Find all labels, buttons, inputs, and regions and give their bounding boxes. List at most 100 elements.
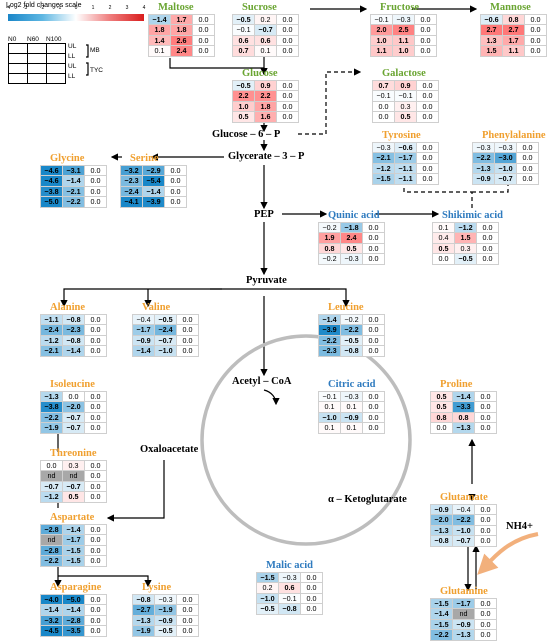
heatmap-cell: −0.8 bbox=[132, 593, 155, 606]
heatmap-cell: −1.4 bbox=[132, 345, 155, 357]
heatmap-cell: 2.7 bbox=[480, 24, 503, 36]
heatmap-cell: −0.1 bbox=[318, 390, 341, 403]
scale-tick: 4 bbox=[142, 5, 146, 11]
legend-grid bbox=[8, 43, 66, 84]
heatmap-cell: −0.5 bbox=[232, 13, 255, 26]
heatmap-cell: 0.3 bbox=[454, 242, 477, 255]
heatmap-cell: −2.2 bbox=[430, 629, 453, 641]
heatmap-cell: 1.1 bbox=[370, 45, 393, 57]
heatmap-cell: 0.0 bbox=[84, 491, 107, 503]
heatmap-cell: 2.7 bbox=[502, 24, 525, 36]
heatmap-cell: 1.0 bbox=[392, 45, 415, 57]
heatmap-cell: −1.8 bbox=[340, 221, 363, 234]
heatmap-cell: 0.0 bbox=[276, 45, 299, 57]
heatmap-cell: −0.8 bbox=[430, 535, 453, 547]
heatmap-cell: −4.0 bbox=[40, 593, 63, 606]
heatmap-cell: −2.2 bbox=[62, 196, 85, 208]
arrow-nh4-glutamine bbox=[477, 532, 539, 575]
heatmap-cell: −1.2 bbox=[40, 491, 63, 503]
heatmap-cell: −2.9 bbox=[142, 164, 165, 177]
heatmap-cell: 0.0 bbox=[192, 45, 215, 57]
heatmap-cell: −0.9 bbox=[452, 618, 475, 631]
heatmap-cell: −0.7 bbox=[62, 411, 85, 424]
heatmap-cell: 0.5 bbox=[432, 242, 455, 255]
heatmap-cell: 0.0 bbox=[300, 603, 323, 615]
heatmap-cell: 0.0 bbox=[416, 100, 439, 113]
heatmap-cell: −1.4 bbox=[40, 604, 63, 616]
heatmap-cell: 0.0 bbox=[416, 141, 439, 154]
heatmap-cell: −2.1 bbox=[372, 152, 395, 164]
heatmap-cell: 0.1 bbox=[432, 221, 455, 234]
heatmap-cell: 0.0 bbox=[276, 100, 299, 113]
heatmap-cell: 0.0 bbox=[84, 593, 107, 606]
heatmap-cell: −1.9 bbox=[40, 422, 63, 434]
heatmap-cell: −0.3 bbox=[494, 141, 517, 154]
heatmap-cell: 0.0 bbox=[414, 45, 437, 57]
legend-col-n0: N0 bbox=[8, 36, 17, 43]
heatmap-cell: 1.6 bbox=[254, 111, 277, 123]
heatmap-cell: −1.4 bbox=[62, 175, 85, 187]
heatmap-cell: 2.2 bbox=[232, 90, 255, 102]
heatmap-cell: 0.0 bbox=[84, 555, 107, 567]
heatmap-cell: −1.4 bbox=[62, 345, 85, 357]
arrow-aspartate-lysine bbox=[58, 575, 152, 588]
heatmap-cell: −0.8 bbox=[340, 345, 363, 357]
heatmap-cell: 0.0 bbox=[84, 459, 107, 472]
heatmap-cell: 0.0 bbox=[192, 34, 215, 47]
heatmap-cell: 0.0 bbox=[84, 534, 107, 546]
heatmap-cell: nd bbox=[40, 470, 63, 482]
arrow-oxaloacetate-aspartate bbox=[106, 460, 165, 522]
heatmap-cell: 0.0 bbox=[362, 422, 385, 434]
heatmap-cell: 1.4 bbox=[148, 34, 171, 47]
heatmap-cell: −0.3 bbox=[340, 253, 363, 265]
heatmap-cell: −1.4 bbox=[142, 185, 165, 198]
heatmap-cell: −2.2 bbox=[40, 411, 63, 424]
heatmap-cell: −0.9 bbox=[472, 173, 495, 185]
pep-label: PEP bbox=[254, 209, 274, 220]
heatmap-cell: nd bbox=[62, 470, 85, 482]
heatmap-cell: 0.0 bbox=[474, 503, 497, 516]
glutamate-label: Glutamate bbox=[440, 492, 488, 503]
heatmap-cell: −1.0 bbox=[154, 345, 177, 357]
heatmap-cell: −1.0 bbox=[494, 162, 517, 175]
heatmap-cell: 0.0 bbox=[84, 185, 107, 198]
heatmap-cell: 0.4 bbox=[432, 232, 455, 244]
heatmap-cell: 0.0 bbox=[84, 390, 107, 403]
heatmap-cell: 0.0 bbox=[362, 324, 385, 336]
heatmap-cell: −1.9 bbox=[154, 604, 177, 616]
heatmap-cell: −0.3 bbox=[340, 390, 363, 403]
heatmap-cell: −1.2 bbox=[454, 221, 477, 234]
heatmap-cell: 0.1 bbox=[340, 422, 363, 434]
heatmap-cell: 0.0 bbox=[430, 422, 453, 434]
heatmap-cell: 0.0 bbox=[362, 334, 385, 347]
shikimic-label: Shikimic acid bbox=[442, 210, 503, 221]
heatmap-cell: 0.0 bbox=[84, 334, 107, 347]
heatmap-cell: 0.0 bbox=[474, 401, 497, 413]
heatmap-cell: 1.0 bbox=[232, 100, 255, 113]
heatmap-cell: −2.8 bbox=[62, 614, 85, 627]
